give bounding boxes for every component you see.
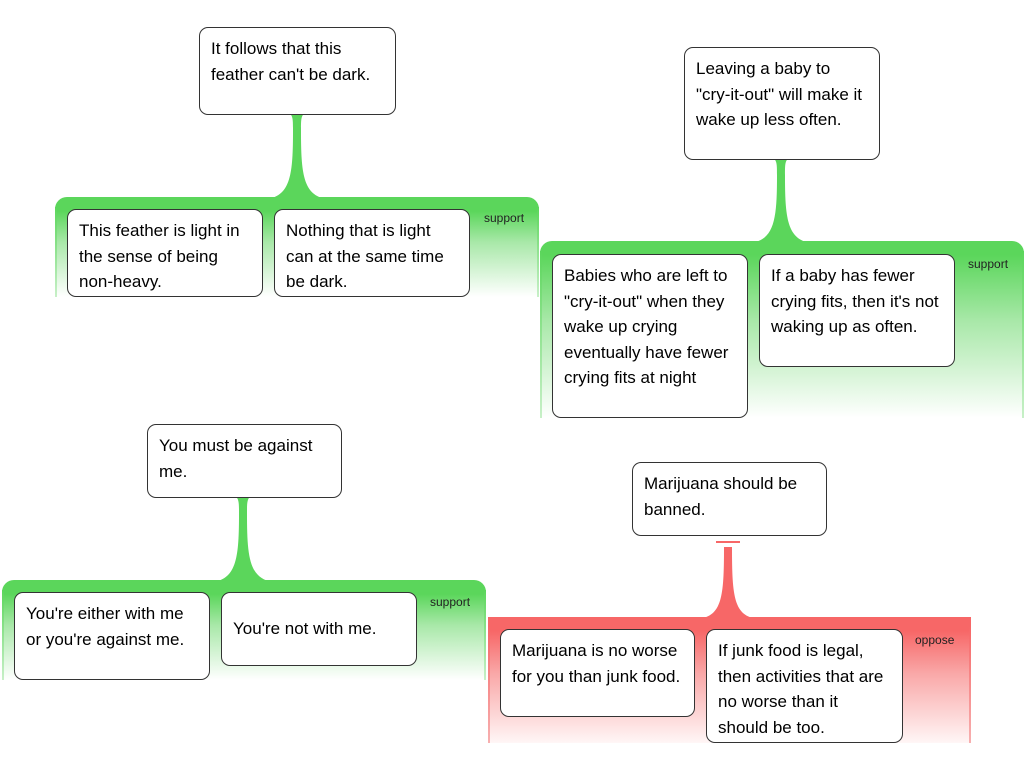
premise-box[interactable]: Nothing that is light can at the same ti…: [274, 209, 470, 297]
support-connector: [267, 113, 327, 199]
relation-label: support: [484, 211, 525, 225]
relation-label: support: [430, 595, 471, 609]
conclusion-box[interactable]: It follows that this feather can't be da…: [199, 27, 396, 115]
support-connector: [751, 158, 811, 243]
premise-box[interactable]: You're not with me.: [221, 592, 417, 666]
conclusion-box[interactable]: You must be against me.: [147, 424, 342, 498]
premise-box[interactable]: This feather is light in the sense of be…: [67, 209, 263, 297]
support-connector: [213, 496, 273, 582]
relation-label: oppose: [915, 633, 955, 647]
relation-label: support: [968, 257, 1009, 271]
oppose-connector: [698, 547, 758, 619]
conclusion-box[interactable]: Marijuana should be banned.: [632, 462, 827, 536]
premise-box[interactable]: If a baby has fewer crying fits, then it…: [759, 254, 955, 367]
premise-box[interactable]: Marijuana is no worse for you than junk …: [500, 629, 695, 717]
premise-box[interactable]: Babies who are left to "cry-it-out" when…: [552, 254, 748, 418]
premise-box[interactable]: You're either with me or you're against …: [14, 592, 210, 680]
oppose-marker: [716, 541, 740, 543]
premise-box[interactable]: If junk food is legal, then activities t…: [706, 629, 903, 743]
conclusion-box[interactable]: Leaving a baby to "cry-it-out" will make…: [684, 47, 880, 160]
